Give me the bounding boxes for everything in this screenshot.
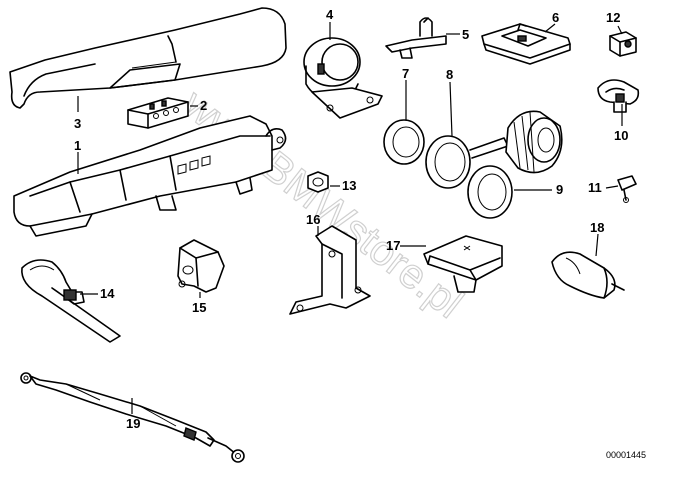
callout-labels: 1 2 3 4 5 6 7 8 9 10 11 12 13 14 15 16 1… (74, 7, 646, 460)
callout-1: 1 (74, 138, 81, 153)
part-15-grommet-bracket (177, 239, 225, 293)
callout-7: 7 (402, 66, 409, 81)
callout-2: 2 (200, 98, 207, 113)
callout-4: 4 (326, 7, 334, 22)
callout-5: 5 (462, 27, 469, 42)
leader-lines (77, 22, 623, 414)
part-18-cable-boot (551, 251, 625, 299)
callout-12: 12 (606, 10, 620, 25)
part-1-lower-panel (13, 115, 287, 237)
part-14-cable-tie (21, 259, 121, 343)
part-10-connector-clip (597, 79, 640, 113)
part-3-upper-cover (9, 7, 287, 109)
callout-14: 14 (100, 286, 115, 301)
callout-3: 3 (74, 116, 81, 131)
part-16-mounting-bracket (289, 225, 371, 315)
callout-13: 13 (342, 178, 356, 193)
part-9-connector-housing (467, 110, 563, 219)
callout-19: 19 (126, 416, 140, 431)
part-8-ring-with-tab (425, 135, 509, 189)
part-7-small-ring (383, 119, 425, 165)
part-12-small-clip (609, 31, 637, 57)
callout-11: 11 (588, 180, 602, 195)
callout-8: 8 (446, 67, 453, 82)
part-17-connector-cover (423, 235, 503, 293)
part-4-ring-bracket (303, 37, 383, 119)
part-13-nut (307, 171, 329, 193)
callout-16: 16 (306, 212, 320, 227)
callout-15: 15 (192, 300, 206, 315)
part-19-ground-strap (20, 372, 245, 463)
callout-18: 18 (590, 220, 604, 235)
part-2-connector (127, 97, 189, 129)
callout-17: 17 (386, 238, 400, 253)
part-6-square-holder (481, 23, 571, 65)
callout-6: 6 (552, 10, 559, 25)
part-5-clip-bracket (385, 17, 447, 59)
part-11-screw (617, 175, 637, 203)
diagram-part-number: 00001445 (606, 450, 646, 460)
callout-10: 10 (614, 128, 628, 143)
callout-9: 9 (556, 182, 563, 197)
